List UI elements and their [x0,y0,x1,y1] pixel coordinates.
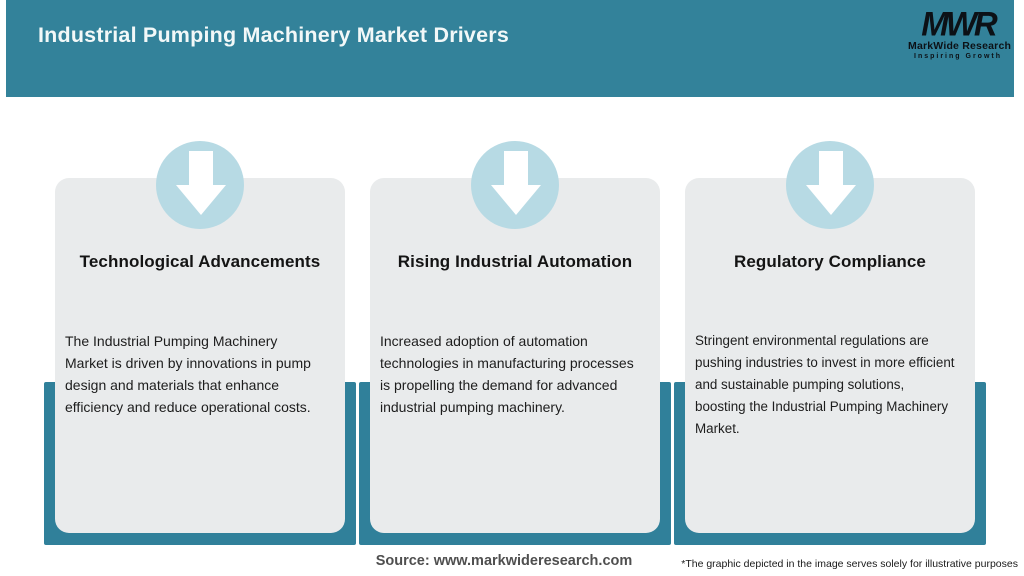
logo-name: MarkWide Research [908,40,1012,52]
card-title: Technological Advancements [79,252,321,271]
driver-card-rising-industrial-automation: Rising Industrial Automation Increased a… [370,178,660,533]
driver-card-technological-advancements: Technological Advancements The Industria… [55,178,345,533]
card-title: Regulatory Compliance [734,252,926,271]
driver-card-regulatory-compliance: Regulatory Compliance Stringent environm… [685,178,975,533]
card-description: Stringent environmental regulations are … [695,333,955,436]
down-arrow-icon [471,141,559,229]
page-title: Industrial Pumping Machinery Market Driv… [38,23,509,47]
source-text: Source: www.markwideresearch.com [375,553,633,569]
header-bar: Industrial Pumping Machinery Market Driv… [6,0,1014,97]
down-arrow-icon [786,141,874,229]
card-title: Rising Industrial Automation [397,252,633,271]
markwide-research-logo: MWR MarkWide Research Inspiring Growth [908,4,1012,60]
card-description: Increased adoption of automation technol… [380,333,634,415]
logo-acronym: MWR [921,4,997,43]
logo-tagline: Inspiring Growth [914,53,1002,60]
disclaimer-text: *The graphic depicted in the image serve… [681,558,1018,570]
down-arrow-icon [156,141,244,229]
card-description: The Industrial Pumping Machinery Market … [65,333,311,415]
